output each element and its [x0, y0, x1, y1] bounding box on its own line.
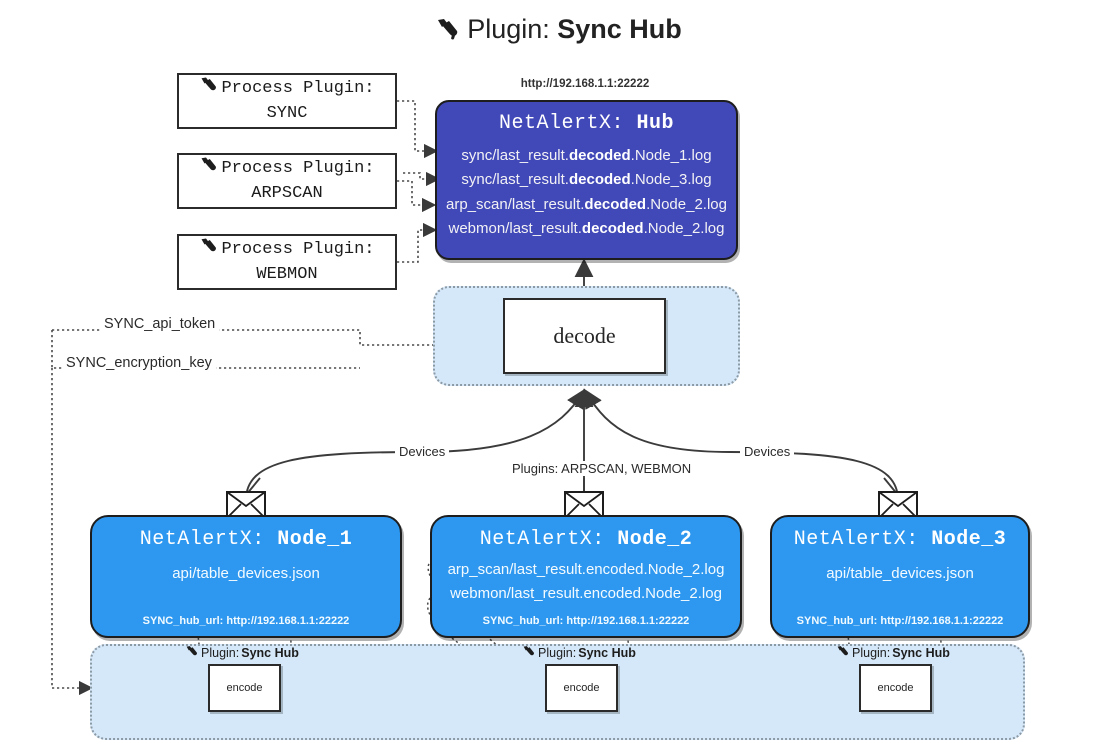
node-title: NetAlertX: Node_1	[139, 528, 353, 551]
plug-icon	[199, 156, 219, 183]
sync-api-token-label: SYNC_api_token	[100, 316, 220, 332]
process-plugin-label: Process Plugin:	[221, 159, 375, 179]
process-plugin-name: SYNC	[266, 104, 308, 123]
envelope-icon	[226, 491, 266, 524]
node-box-node-2[interactable]: NetAlertX: Node_2 arp_scan/last_result.e…	[430, 515, 742, 638]
process-plugin-label: Process Plugin:	[221, 240, 375, 260]
edge-label-devices-left: Devices	[395, 444, 450, 459]
node-title: NetAlertX: Node_3	[793, 528, 1007, 551]
sync-encryption-key-label: SYNC_encryption_key	[62, 355, 216, 371]
node-box-node-1[interactable]: NetAlertX: Node_1 api/table_devices.json…	[90, 515, 402, 638]
encode-box-1[interactable]: encode	[208, 664, 281, 712]
node-line: api/table_devices.json	[172, 565, 320, 582]
plug-icon	[199, 237, 219, 264]
encode-box-3[interactable]: encode	[859, 664, 932, 712]
hub-title: NetAlertX: Hub	[498, 112, 675, 135]
node-line: arp_scan/last_result.encoded.Node_2.log	[447, 561, 725, 578]
plug-icon	[836, 645, 850, 661]
plug-icon	[435, 17, 461, 48]
envelope-icon	[564, 491, 604, 524]
hub-log-line: webmon/last_result.decoded.Node_2.log	[448, 219, 725, 237]
hub-log-line: sync/last_result.decoded.Node_1.log	[461, 147, 712, 164]
title-prefix: Plugin:	[467, 14, 550, 44]
hub-log-line: arp_scan/last_result.decoded.Node_2.log	[446, 195, 727, 213]
encoder-plugin-label-1: Plugin: Sync Hub	[185, 645, 299, 661]
edge-label-devices-right: Devices	[740, 444, 795, 459]
edge-label-plugins-center: Plugins: ARPSCAN, WEBMON	[508, 461, 696, 476]
node-footer: SYNC_hub_url: http://192.168.1.1:22222	[482, 615, 690, 627]
hub-log-line: sync/last_result.decoded.Node_3.log	[461, 171, 712, 189]
process-plugin-arpscan[interactable]: Process Plugin: ARPSCAN	[177, 153, 397, 209]
process-plugin-webmon[interactable]: Process Plugin: WEBMON	[177, 234, 397, 290]
decode-box[interactable]: decode	[503, 298, 666, 374]
plug-icon	[199, 76, 219, 103]
node-footer: SYNC_hub_url: http://192.168.1.1:22222	[142, 615, 350, 627]
node-title: NetAlertX: Node_2	[479, 528, 693, 551]
process-plugin-sync[interactable]: Process Plugin: SYNC	[177, 73, 397, 129]
hub-url-label: http://192.168.1.1:22222	[520, 78, 650, 90]
encode-box-2[interactable]: encode	[545, 664, 618, 712]
title-name: Sync Hub	[557, 14, 682, 44]
process-plugin-name: ARPSCAN	[251, 184, 323, 203]
node-box-node-3[interactable]: NetAlertX: Node_3 api/table_devices.json…	[770, 515, 1030, 638]
process-plugin-name: WEBMON	[256, 265, 318, 284]
plug-icon	[522, 645, 536, 661]
envelope-icon	[878, 491, 918, 524]
node-line: webmon/last_result.encoded.Node_2.log	[450, 585, 722, 602]
page-title: Plugin: Sync Hub	[0, 14, 1117, 48]
hub-node[interactable]: NetAlertX: Hub sync/last_result.decoded.…	[435, 100, 738, 260]
encoder-plugin-label-2: Plugin: Sync Hub	[522, 645, 636, 661]
plug-icon	[185, 645, 199, 661]
encoder-plugin-label-3: Plugin: Sync Hub	[836, 645, 950, 661]
node-footer: SYNC_hub_url: http://192.168.1.1:22222	[796, 615, 1004, 627]
node-line: api/table_devices.json	[826, 565, 974, 582]
process-plugin-label: Process Plugin:	[221, 79, 375, 99]
